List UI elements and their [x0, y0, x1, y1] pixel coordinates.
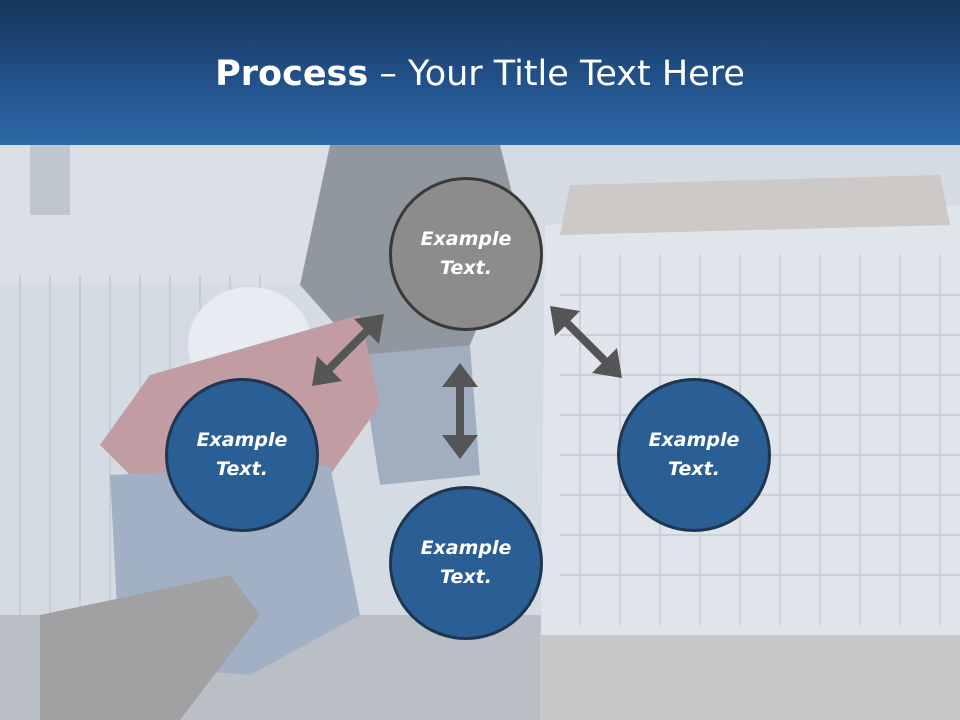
node-bottom-text: Example Text. — [420, 537, 512, 588]
title-bold-part: Process — [215, 54, 369, 94]
arrow-top-right — [550, 306, 622, 378]
node-top-text: Example Text. — [420, 228, 512, 279]
node-right-text: Example Text. — [648, 429, 740, 480]
node-bottom: Example Text. — [389, 486, 543, 640]
node-left-text: Example Text. — [196, 429, 288, 480]
title-bar — [0, 0, 960, 145]
node-top: Example Text. — [389, 177, 543, 331]
arrow-top-left — [312, 314, 384, 386]
title-rest-part: – Your Title Text Here — [368, 54, 745, 94]
node-right: Example Text. — [617, 378, 771, 532]
arrow-vertical — [442, 363, 478, 459]
slide-title: Process – Your Title Text Here — [0, 52, 960, 96]
node-left: Example Text. — [165, 378, 319, 532]
